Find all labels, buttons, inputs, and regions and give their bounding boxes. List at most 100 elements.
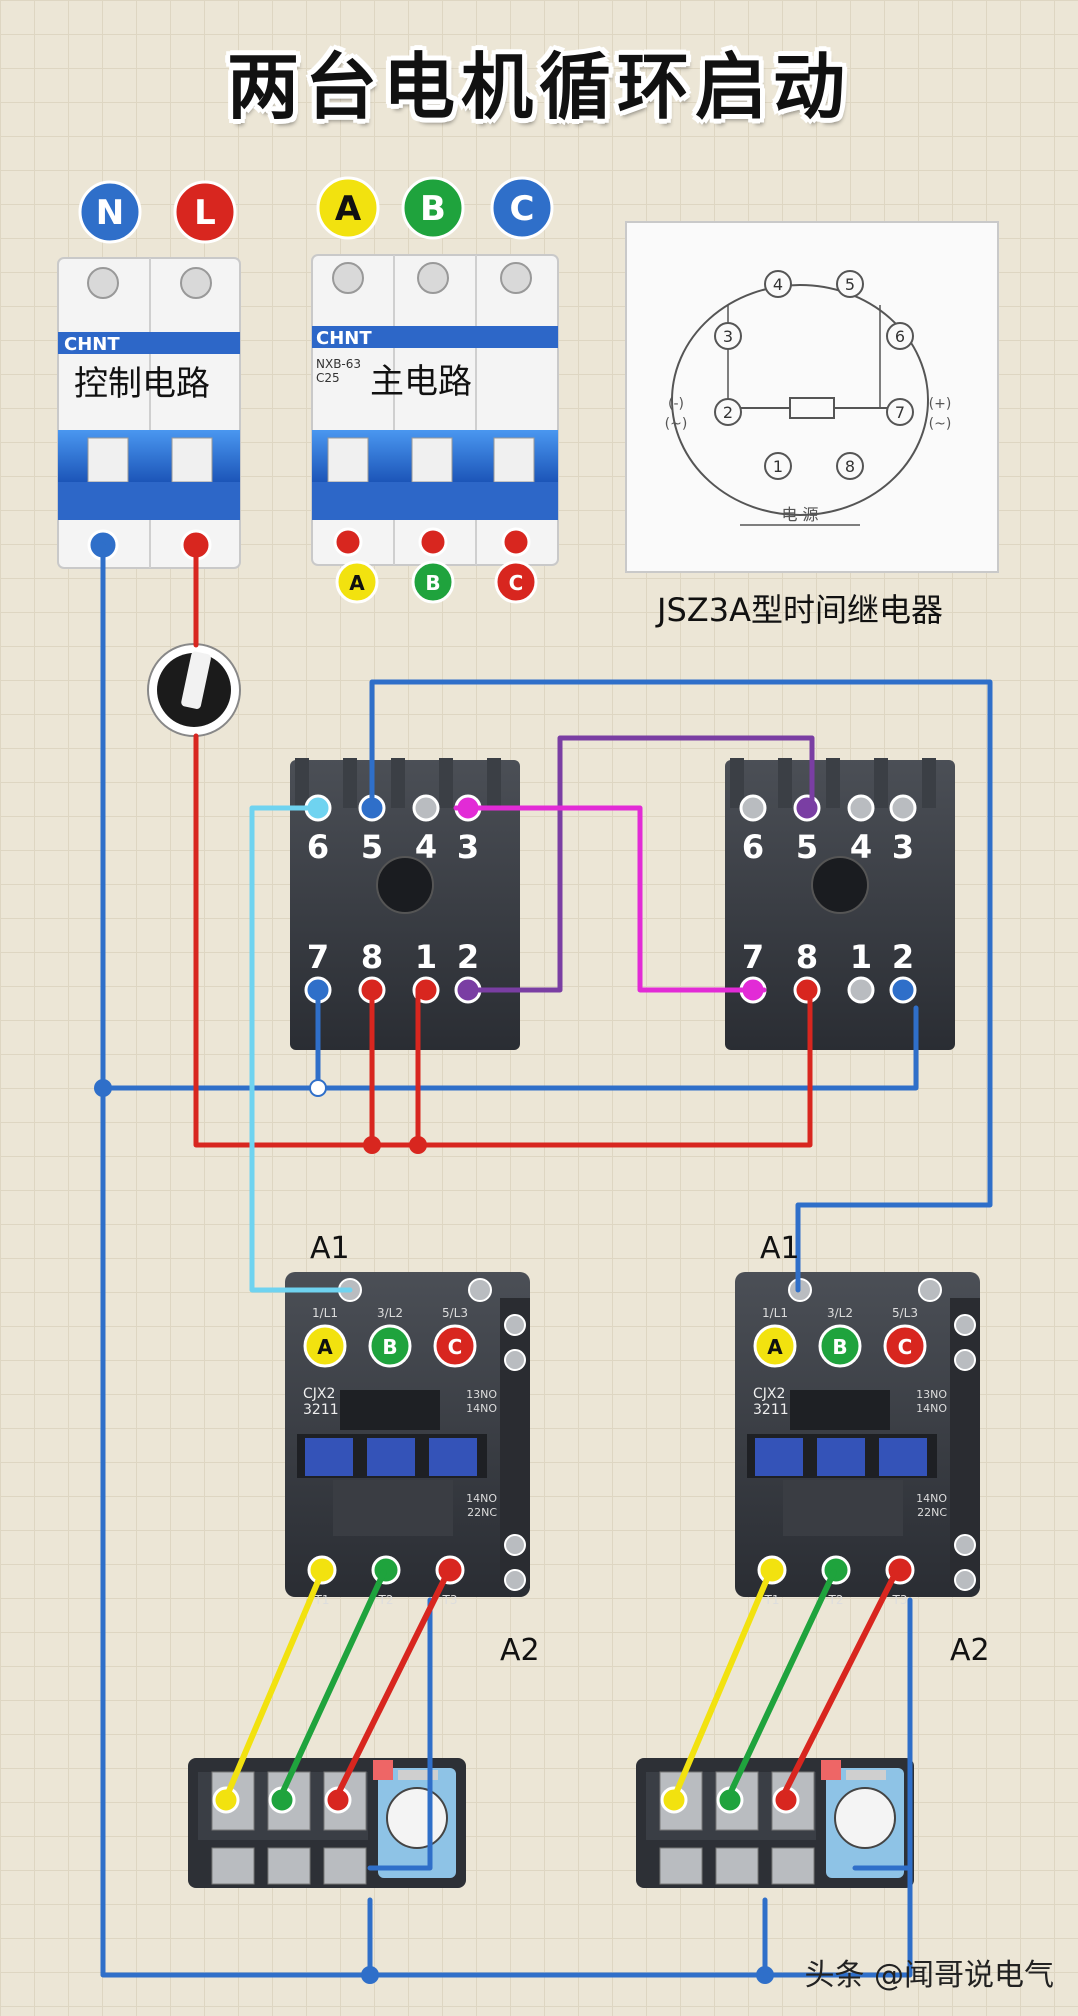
- neutral-wire: [100, 542, 919, 1978]
- svg-text:1: 1: [773, 457, 783, 476]
- svg-text:2: 2: [723, 403, 733, 422]
- svg-text:3: 3: [723, 327, 733, 346]
- svg-text:22NC: 22NC: [917, 1506, 947, 1519]
- l-label: L: [173, 180, 237, 244]
- socket-pin-label: 5: [361, 828, 383, 866]
- svg-text:NXB-63: NXB-63: [316, 357, 361, 371]
- svg-text:B: B: [420, 189, 446, 229]
- svg-text:5/L3: 5/L3: [442, 1306, 468, 1320]
- svg-text:CJX2: CJX2: [303, 1386, 335, 1402]
- socket-pin-label: 8: [796, 938, 818, 976]
- phase-label: B: [832, 1335, 847, 1359]
- socket-pin-label: 1: [415, 938, 437, 976]
- svg-text:8: 8: [845, 457, 855, 476]
- svg-text:3211: 3211: [303, 1402, 339, 1418]
- svg-text:14NO: 14NO: [916, 1402, 947, 1415]
- svg-text:6: 6: [895, 327, 905, 346]
- phase-label: A: [767, 1335, 783, 1359]
- socket-pin-label: 3: [892, 828, 914, 866]
- purple-wire: [465, 735, 815, 993]
- c-label: C: [490, 176, 554, 240]
- svg-text:T1: T1: [314, 1593, 330, 1607]
- main-breaker: CHNT NXB-63 C25 主电路 A B C: [311, 254, 559, 604]
- live-wire: [193, 542, 813, 1148]
- svg-text:7: 7: [895, 403, 905, 422]
- b-label: B: [401, 176, 465, 240]
- svg-text:4: 4: [773, 275, 783, 294]
- rotary-switch[interactable]: [147, 643, 241, 737]
- svg-text:CJX2: CJX2: [753, 1386, 785, 1402]
- relay-caption: JSZ3A型时间继电器: [657, 591, 943, 629]
- svg-text:1/L1: 1/L1: [762, 1306, 788, 1320]
- svg-text:3/L2: 3/L2: [827, 1306, 853, 1320]
- svg-text:电 源: 电 源: [781, 505, 818, 524]
- main-circuit-label: 主电路: [370, 362, 472, 402]
- socket-pin-label: 4: [415, 828, 437, 866]
- phase-label: A: [317, 1335, 333, 1359]
- coil2-wire: [369, 679, 993, 1293]
- svg-text:C: C: [509, 571, 524, 595]
- coil-labels: A1 A1 A2 A2: [310, 1231, 990, 1668]
- svg-text:C: C: [510, 189, 535, 229]
- supply-labels: N L A B C: [78, 176, 554, 244]
- control-circuit-label: 控制电路: [74, 364, 210, 404]
- svg-text:14NO: 14NO: [916, 1492, 947, 1505]
- breaker-output-labels: A B C: [335, 560, 538, 604]
- socket-pin-label: 8: [361, 938, 383, 976]
- a-label: A: [316, 176, 380, 240]
- svg-text:3/L2: 3/L2: [377, 1306, 403, 1320]
- svg-text:A: A: [349, 571, 365, 595]
- svg-text:13NO: 13NO: [916, 1388, 947, 1401]
- svg-text:22NC: 22NC: [467, 1506, 497, 1519]
- thermal-overload-relays: [188, 1758, 914, 1888]
- svg-text:(-): (-): [668, 396, 684, 412]
- svg-text:CHNT: CHNT: [316, 328, 372, 349]
- page-title: 两台电机循环启动: [226, 45, 851, 129]
- svg-text:A: A: [335, 189, 362, 229]
- svg-text:T2: T2: [378, 1593, 394, 1607]
- svg-text:14NO: 14NO: [466, 1402, 497, 1415]
- svg-text:A1: A1: [310, 1231, 350, 1266]
- socket-pin-label: 6: [742, 828, 764, 866]
- watermark: 头条 @闻哥说电气: [804, 1958, 1054, 1993]
- svg-text:A1: A1: [760, 1231, 800, 1266]
- svg-text:5: 5: [845, 275, 855, 294]
- socket-pin-label: 7: [307, 938, 329, 976]
- phase-label: C: [898, 1335, 913, 1359]
- svg-text:T2: T2: [828, 1593, 844, 1607]
- svg-text:(+): (+): [929, 396, 952, 412]
- magenta-wire: [453, 805, 767, 993]
- svg-text:13NO: 13NO: [466, 1388, 497, 1401]
- socket-pin-label: 5: [796, 828, 818, 866]
- overload-relay-1: [188, 1758, 466, 1888]
- socket-pin-label: 2: [457, 938, 479, 976]
- relay-schematic-panel: 电 源 (-) (~) (+) (~) 1 2 3 4 5 6 7 8: [625, 221, 999, 573]
- phase-label: C: [448, 1335, 463, 1359]
- socket-pin-label: 7: [742, 938, 764, 976]
- socket-pin-label: 4: [850, 828, 872, 866]
- socket-pin-label: 6: [307, 828, 329, 866]
- svg-text:CHNT: CHNT: [64, 334, 120, 355]
- svg-text:1/L1: 1/L1: [312, 1306, 338, 1320]
- svg-text:T1: T1: [764, 1593, 780, 1607]
- svg-text:T3: T3: [892, 1593, 908, 1607]
- svg-text:T3: T3: [442, 1593, 458, 1607]
- light-blue-wire: [249, 805, 353, 1293]
- svg-text:C25: C25: [316, 371, 340, 385]
- overload-relay-2: [636, 1758, 914, 1888]
- svg-text:(~): (~): [929, 416, 952, 432]
- wiring: [94, 542, 993, 1984]
- n-label: N: [78, 180, 142, 244]
- svg-text:14NO: 14NO: [466, 1492, 497, 1505]
- svg-text:B: B: [425, 571, 440, 595]
- svg-text:N: N: [96, 193, 124, 233]
- svg-text:L: L: [194, 193, 216, 233]
- phase-label: B: [382, 1335, 397, 1359]
- control-breaker: CHNT 控制电路: [57, 257, 241, 569]
